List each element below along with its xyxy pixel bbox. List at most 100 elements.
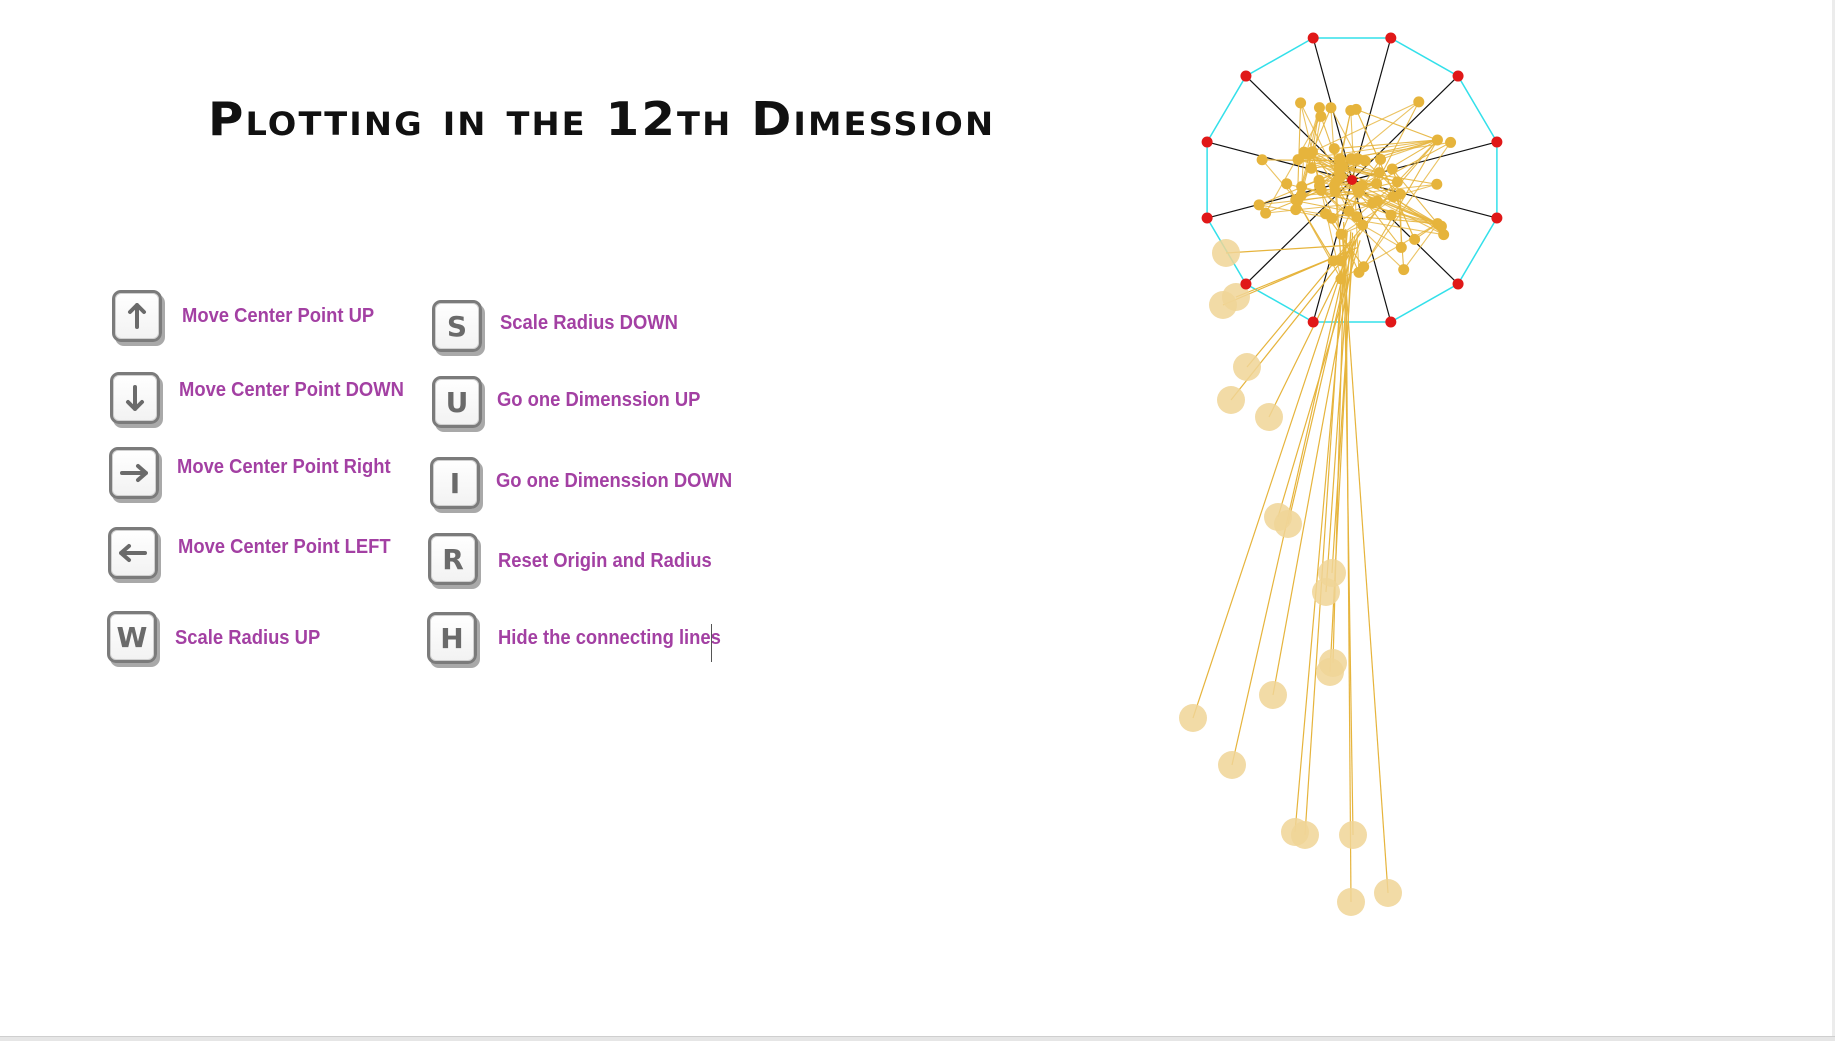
data-point — [1335, 255, 1347, 267]
connecting-line — [1355, 108, 1438, 141]
data-point — [1435, 220, 1447, 232]
data-point — [1391, 176, 1403, 188]
arrow-down-icon — [126, 385, 144, 411]
connecting-line — [1341, 237, 1389, 894]
key-w[interactable]: W — [107, 611, 157, 663]
connecting-line — [1403, 223, 1439, 270]
key-arrow-left[interactable] — [108, 527, 158, 579]
data-point — [1343, 205, 1355, 217]
data-point — [1281, 178, 1293, 190]
connecting-line — [1259, 183, 1437, 206]
key-r[interactable]: R — [428, 533, 478, 585]
connecting-line — [1297, 139, 1438, 161]
spoke-line — [1206, 179, 1353, 219]
control-label-move-down: Move Center Point DOWN — [179, 379, 404, 401]
connecting-line — [1338, 167, 1398, 183]
data-point — [1398, 264, 1410, 276]
window-bottom-border — [0, 1036, 1835, 1041]
control-label-dimension-down: Go one Dimenssion DOWN — [496, 470, 733, 492]
dimension-anchor — [1201, 212, 1213, 224]
data-point — [1333, 162, 1345, 174]
data-point — [1292, 154, 1304, 166]
dimension-anchor — [1240, 278, 1252, 290]
center-point — [1347, 175, 1357, 185]
connecting-line — [1295, 160, 1366, 201]
key-h[interactable]: H — [427, 612, 477, 664]
key-arrow-down[interactable] — [110, 372, 160, 424]
control-label-dimension-up: Go one Dimenssion UP — [497, 389, 701, 411]
faded-data-point — [1255, 403, 1283, 431]
key-u[interactable]: U — [432, 376, 482, 428]
data-point — [1326, 212, 1338, 224]
faded-data-point — [1374, 879, 1402, 907]
data-point — [1373, 167, 1385, 179]
connecting-line — [1272, 239, 1357, 696]
data-point — [1352, 153, 1364, 165]
connecting-line — [1277, 240, 1361, 518]
dimension-anchor — [1385, 32, 1397, 44]
connecting-line — [1380, 139, 1438, 160]
plot-canvas[interactable] — [1150, 0, 1550, 940]
data-point — [1385, 209, 1397, 221]
connecting-line — [1325, 231, 1352, 593]
dimension-anchor — [1307, 32, 1319, 44]
data-point — [1295, 97, 1307, 109]
faded-data-point — [1212, 239, 1240, 267]
data-point — [1329, 185, 1341, 197]
dimension-anchor — [1491, 136, 1503, 148]
data-point — [1431, 134, 1443, 146]
data-point — [1445, 136, 1457, 148]
data-point — [1375, 153, 1387, 165]
app-title: Plotting in the 12th Dimession — [208, 92, 996, 146]
connecting-line — [1376, 183, 1444, 236]
data-point — [1395, 241, 1407, 253]
data-point — [1387, 191, 1399, 203]
dimension-anchor — [1491, 212, 1503, 224]
connecting-line — [1261, 159, 1298, 202]
data-point — [1295, 189, 1307, 201]
data-point — [1438, 229, 1450, 241]
connecting-line — [1356, 139, 1438, 189]
connecting-line — [1265, 200, 1378, 214]
data-point — [1305, 162, 1317, 174]
data-point — [1351, 182, 1363, 194]
data-point — [1409, 233, 1421, 245]
data-point — [1315, 110, 1327, 122]
connecting-line — [1331, 191, 1359, 219]
key-i[interactable]: I — [430, 457, 480, 509]
data-point — [1413, 96, 1425, 108]
faded-data-point — [1319, 649, 1347, 677]
dimension-anchor — [1307, 316, 1319, 328]
faded-data-point — [1291, 821, 1319, 849]
connecting-line — [1225, 244, 1355, 254]
data-point — [1327, 255, 1339, 267]
key-arrow-right[interactable] — [109, 447, 159, 499]
key-arrow-up[interactable] — [112, 290, 162, 342]
connecting-line — [1265, 116, 1322, 214]
connecting-line — [1345, 229, 1352, 903]
data-point — [1351, 211, 1363, 223]
faded-data-point — [1222, 283, 1250, 311]
connecting-line — [1231, 247, 1350, 766]
data-point — [1335, 273, 1347, 285]
data-point — [1371, 178, 1383, 190]
faded-data-point — [1339, 821, 1367, 849]
text-caret — [711, 624, 712, 662]
connecting-line — [1294, 230, 1348, 833]
connecting-line — [1304, 246, 1345, 836]
connecting-line — [1331, 196, 1394, 219]
key-s[interactable]: S — [432, 300, 482, 352]
data-point — [1298, 146, 1310, 158]
data-point — [1335, 228, 1347, 240]
faded-data-point — [1337, 888, 1365, 916]
data-point — [1367, 197, 1379, 209]
faded-data-point — [1233, 353, 1261, 381]
connecting-line — [1311, 107, 1332, 152]
connecting-line — [1396, 139, 1438, 183]
data-point — [1313, 102, 1325, 114]
spoke-line — [1245, 179, 1353, 285]
data-point — [1260, 207, 1272, 219]
faded-data-point — [1179, 704, 1207, 732]
control-label-move-right: Move Center Point Right — [177, 456, 391, 478]
